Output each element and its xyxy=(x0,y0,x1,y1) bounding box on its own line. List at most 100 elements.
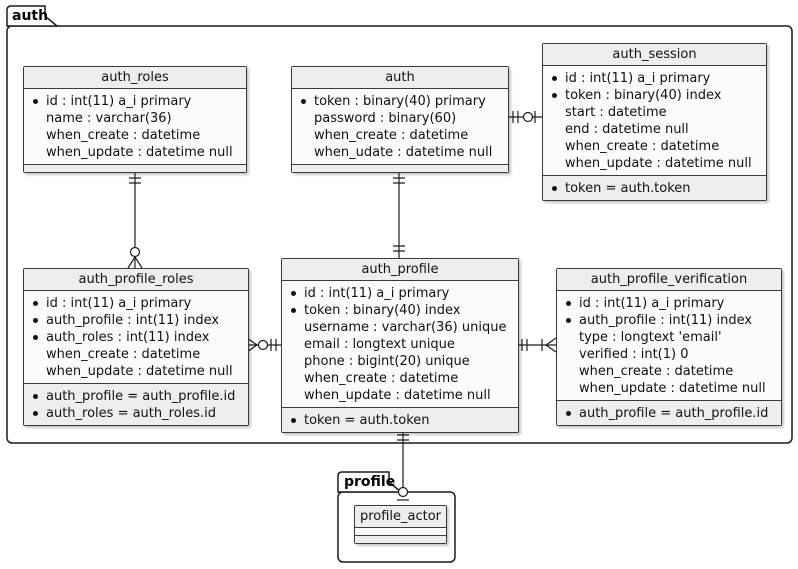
key-bullet-icon xyxy=(291,308,296,313)
key-bullet-icon xyxy=(301,99,306,104)
attribute-row-text: when_create : datetime xyxy=(579,364,734,379)
attribute-row: when_create : datetime xyxy=(288,370,512,387)
constraint-row-text: auth_roles = auth_roles.id xyxy=(46,406,217,421)
attributes-compartment xyxy=(355,528,446,535)
attribute-row-text: id : int(11) a_i primary xyxy=(565,71,711,86)
attribute-row: auth_profile : int(11) index xyxy=(30,312,242,329)
constraint-row-text: token = auth.token xyxy=(304,413,430,428)
attribute-row: when_update : datetime null xyxy=(563,380,775,397)
attribute-row-text: end : datetime null xyxy=(565,122,689,137)
attribute-row: verified : int(1) 0 xyxy=(563,346,775,363)
attribute-row-text: token : binary(40) index xyxy=(565,88,722,103)
constraint-row: token = auth.token xyxy=(549,180,760,197)
attribute-row: when_create : datetime xyxy=(30,346,242,363)
key-bullet-icon xyxy=(33,99,38,104)
key-bullet-icon xyxy=(552,186,557,191)
relation-auth-profile-to-profile xyxy=(397,429,409,501)
attribute-row-text: username : varchar(36) unique xyxy=(304,320,507,335)
attribute-row-text: when_create : datetime xyxy=(46,347,201,362)
key-bullet-icon xyxy=(566,411,571,416)
package-profile-label: profile xyxy=(344,474,396,490)
attribute-row-text: type : longtext 'email' xyxy=(579,330,722,345)
attribute-row-text: when_update : datetime null xyxy=(46,364,233,379)
key-bullet-icon xyxy=(33,394,38,399)
constraint-row-text: token = auth.token xyxy=(565,181,691,196)
attribute-row: id : int(11) a_i primary xyxy=(30,93,240,110)
attribute-row-text: when_create : datetime xyxy=(304,371,459,386)
attributes-compartment: id : int(11) a_i primary token : binary(4… xyxy=(543,66,766,175)
entity-title: auth_profile_verification xyxy=(557,269,781,291)
attribute-row-text: phone : bigint(20) unique xyxy=(304,354,470,369)
constraint-row-text: auth_profile = auth_profile.id xyxy=(46,389,236,404)
entity-profile_actor: profile_actor xyxy=(354,505,447,544)
attribute-row: when_create : datetime xyxy=(549,138,760,155)
relation-auth-to-auth-profile xyxy=(393,170,405,260)
attribute-row-text: verified : int(1) 0 xyxy=(579,347,689,362)
attribute-row: when_update : datetime null xyxy=(30,144,240,161)
key-bullet-icon xyxy=(566,318,571,323)
attribute-row: type : longtext 'email' xyxy=(563,329,775,346)
attribute-row-text: token : binary(40) index xyxy=(304,303,461,318)
attribute-row: token : binary(40) index xyxy=(288,302,512,319)
attribute-row-text: id : int(11) a_i primary xyxy=(46,296,192,311)
constraints-compartment: token = auth.token xyxy=(543,175,766,200)
attribute-row-text: id : int(11) a_i primary xyxy=(304,286,450,301)
key-bullet-icon xyxy=(33,411,38,416)
constraint-row: auth_roles = auth_roles.id xyxy=(30,405,242,422)
attribute-row: password : binary(60) xyxy=(298,110,502,127)
attribute-row: token : binary(40) primary xyxy=(298,93,502,110)
attribute-row: id : int(11) a_i primary xyxy=(549,70,760,87)
attribute-row-text: token : binary(40) primary xyxy=(314,94,486,109)
entity-title: auth_profile_roles xyxy=(24,269,248,291)
attribute-row: when_update : datetime null xyxy=(30,363,242,380)
attribute-row: auth_profile : int(11) index xyxy=(563,312,775,329)
constraints-compartment xyxy=(24,164,246,172)
entity-title: auth xyxy=(292,67,508,89)
relation-auth-profile-roles-to-auth-profile xyxy=(245,337,283,353)
key-bullet-icon xyxy=(33,335,38,340)
constraints-compartment xyxy=(355,535,446,543)
attribute-row-text: auth_profile : int(11) index xyxy=(46,313,220,328)
key-bullet-icon xyxy=(291,418,296,423)
attribute-row-text: password : binary(60) xyxy=(314,111,457,126)
constraints-compartment: auth_profile = auth_profile.id xyxy=(557,400,781,425)
attribute-row-text: when_update : datetime null xyxy=(304,388,491,403)
attribute-row: when_update : datetime null xyxy=(549,155,760,172)
key-bullet-icon xyxy=(552,76,557,81)
constraint-row-text: auth_profile = auth_profile.id xyxy=(579,406,769,421)
attribute-row-text: start : datetime xyxy=(565,105,667,120)
entity-title: auth_session xyxy=(543,44,766,66)
attribute-row: id : int(11) a_i primary xyxy=(563,295,775,312)
constraints-compartment: auth_profile = auth_profile.id auth_roles… xyxy=(24,383,248,425)
attribute-row: when_create : datetime xyxy=(563,363,775,380)
attribute-row: name : varchar(36) xyxy=(30,110,240,127)
attribute-row: start : datetime xyxy=(549,104,760,121)
attribute-row: when_udate : datetime null xyxy=(298,144,502,161)
attribute-row-text: auth_roles : int(11) index xyxy=(46,330,210,345)
attribute-row: end : datetime null xyxy=(549,121,760,138)
attribute-row-text: when_udate : datetime null xyxy=(314,145,493,160)
attribute-row-text: when_update : datetime null xyxy=(579,381,766,396)
relation-auth-profile-to-auth-profile-verification xyxy=(515,337,558,353)
attribute-row-text: when_create : datetime xyxy=(46,128,201,143)
entity-title: auth_profile xyxy=(282,259,518,281)
constraint-row: token = auth.token xyxy=(288,412,512,429)
package-auth-label: auth xyxy=(12,8,49,24)
attribute-row-text: when_create : datetime xyxy=(314,128,469,143)
relation-auth-to-auth-session xyxy=(505,111,544,123)
key-bullet-icon xyxy=(33,318,38,323)
relation-auth-roles-to-auth-profile-roles xyxy=(127,170,143,270)
entity-title: profile_actor xyxy=(355,506,446,528)
constraints-compartment xyxy=(292,164,508,172)
key-bullet-icon xyxy=(552,93,557,98)
attribute-row: auth_roles : int(11) index xyxy=(30,329,242,346)
attribute-row: when_update : datetime null xyxy=(288,387,512,404)
constraint-row: auth_profile = auth_profile.id xyxy=(563,405,775,422)
attribute-row-text: when_create : datetime xyxy=(565,139,720,154)
